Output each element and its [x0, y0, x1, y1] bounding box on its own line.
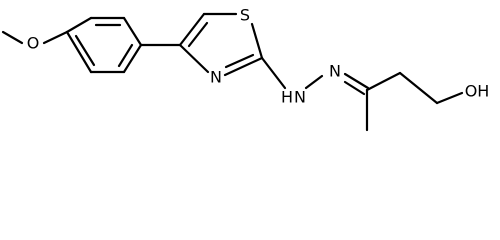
benzene-bond-6 [65, 30, 93, 74]
thiazole-c4-c5 [178, 12, 206, 47]
thiazole-nitrogen-label: N [210, 68, 222, 87]
thiazole-c4-c5-inner [187, 21, 209, 48]
hydroxyl-label: OH [465, 82, 490, 101]
molecule-structure: O S N H N N OH [1, 6, 490, 132]
hydrazone-h-label: H [281, 88, 293, 107]
thiazole-n3-c4 [178, 43, 210, 74]
thiazole-c2-n3-inner [224, 53, 255, 69]
imine-nitrogen-label: N [329, 62, 341, 81]
bond-ch2-oh [435, 91, 464, 105]
benzene-bond-1 [65, 16, 93, 34]
bond-c-ch2 [365, 71, 402, 92]
thiazole-c2-n3 [223, 56, 264, 77]
bond-o-benzene [42, 30, 69, 45]
benzene-inner-3 [74, 34, 96, 67]
benzene-bond-4 [122, 43, 143, 74]
bond-n-c-double-2 [343, 80, 366, 96]
thiazole-s-c2 [250, 22, 264, 60]
hydrazone-nh-n-label: N [294, 88, 306, 107]
bond-nh-n [304, 74, 324, 90]
benzene-bond-3 [122, 16, 143, 47]
thiazole-sulfur-label: S [240, 6, 250, 25]
bond-methyl-o [1, 30, 24, 45]
benzene-inner-2 [117, 43, 134, 68]
bond-thiazole-nh [260, 56, 287, 90]
bond-n-c-double-1 [343, 72, 370, 90]
methoxy-oxygen-label: O [27, 34, 40, 53]
bond-ch2-ch2 [398, 71, 439, 105]
